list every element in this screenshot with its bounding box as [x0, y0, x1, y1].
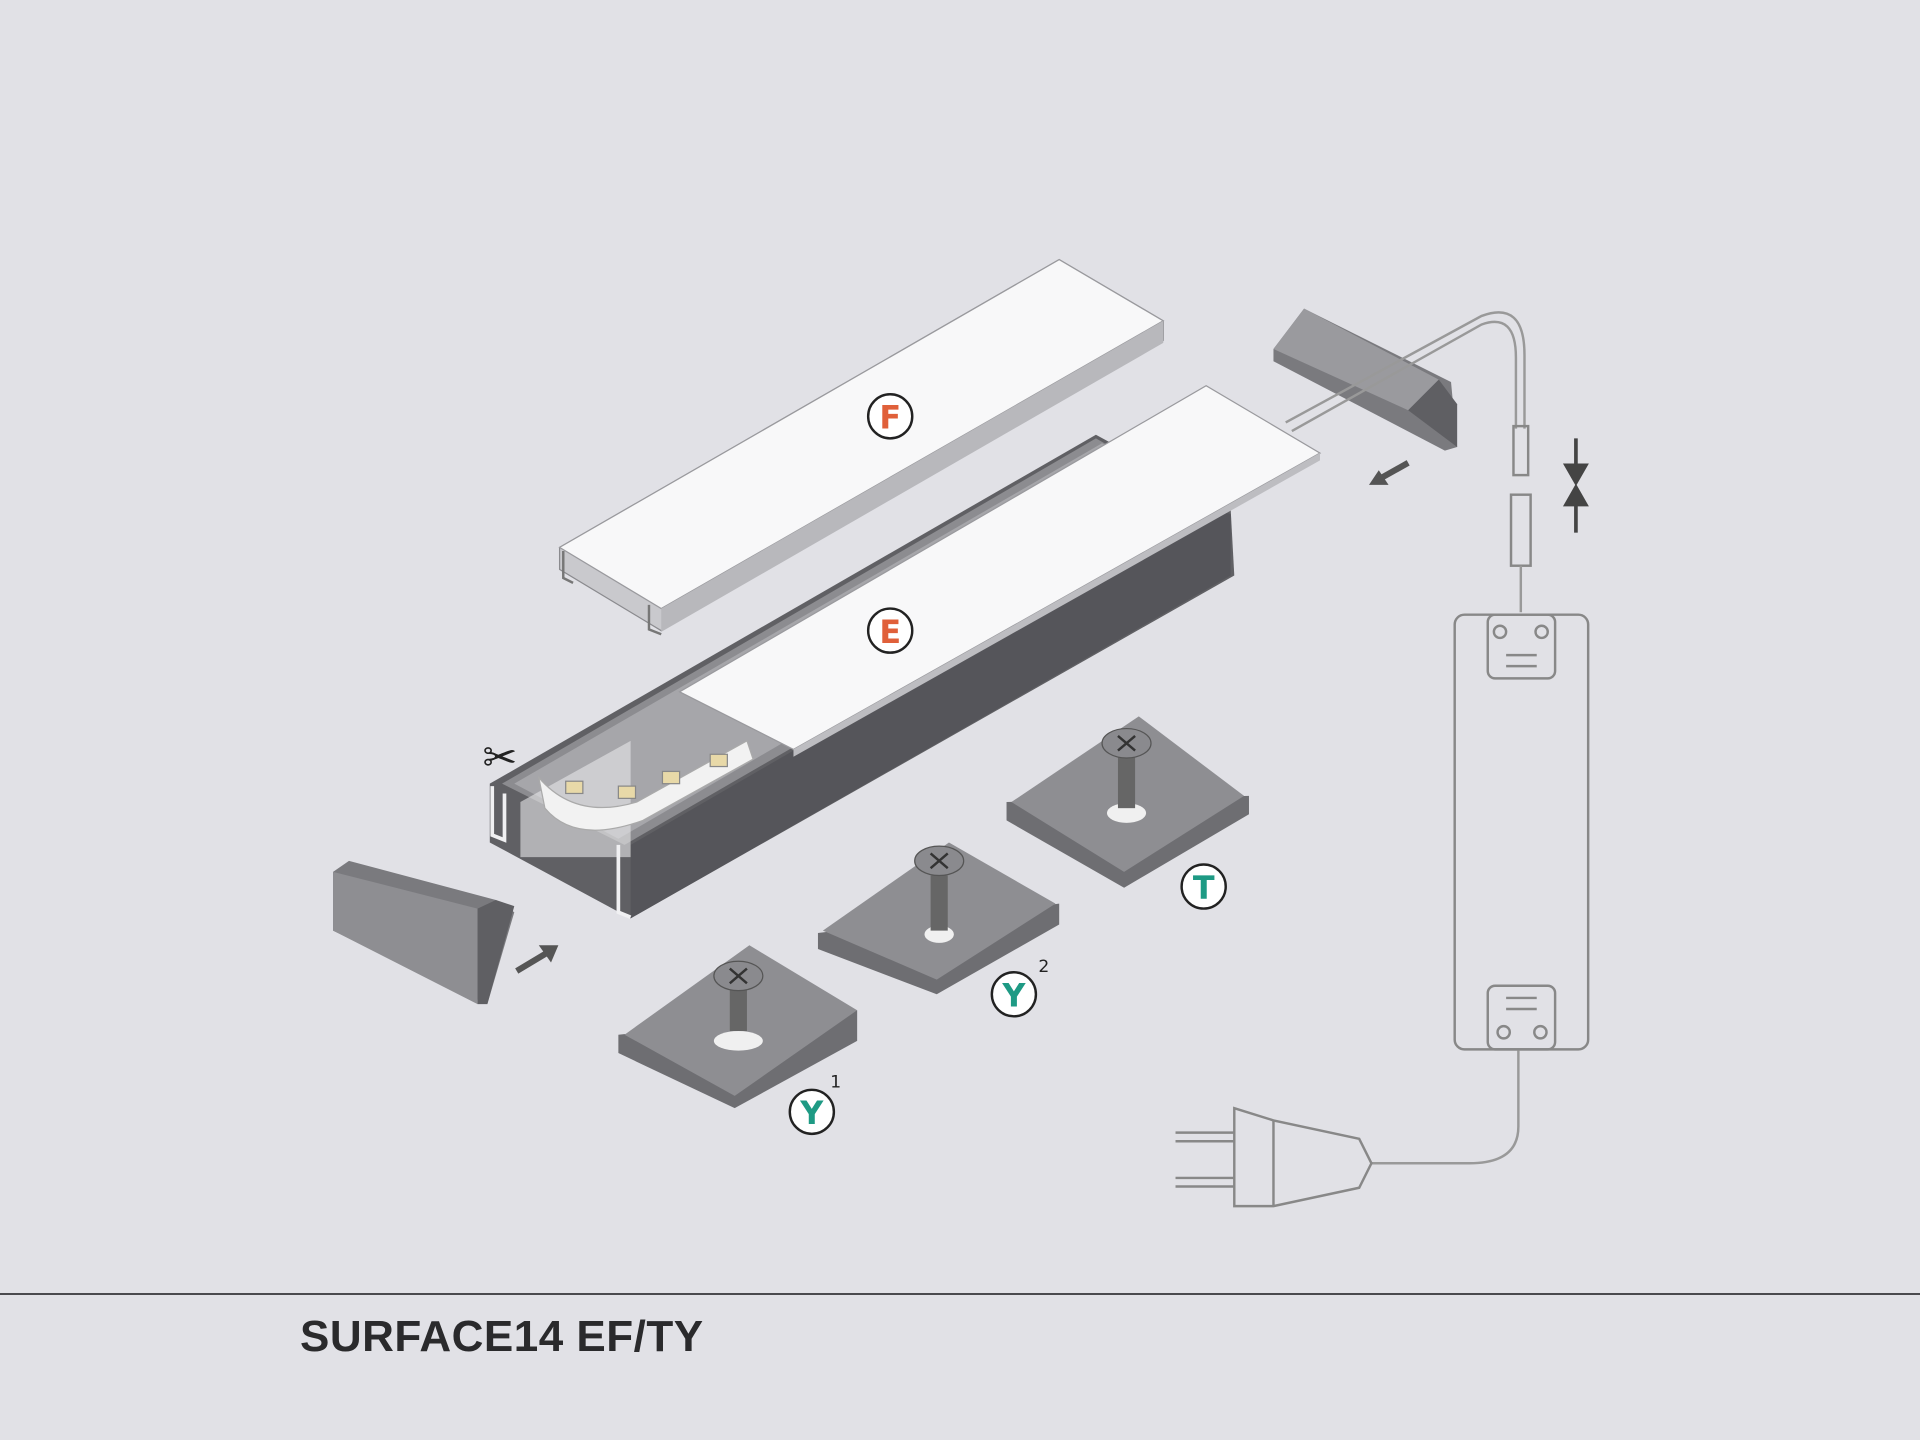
label-y2: Y 2 [990, 957, 1049, 1018]
product-title: SURFACE14 EF/TY [300, 1312, 704, 1361]
clip-t [1006, 716, 1249, 888]
label-y1-sup: 1 [830, 1072, 841, 1092]
diffuser-part [678, 385, 1322, 757]
label-t-text: T [1193, 869, 1215, 907]
label-e-text: E [879, 613, 901, 651]
label-f: F [866, 393, 914, 440]
led-strip [537, 739, 754, 831]
cover-part [558, 258, 1165, 636]
compress-arrows-icon [1562, 438, 1589, 533]
label-y1: Y 1 [788, 1072, 841, 1136]
power-supply [1453, 613, 1590, 1051]
scissors-icon: ✂ [482, 733, 517, 780]
label-t: T [1180, 863, 1227, 910]
clip-y1 [618, 945, 858, 1109]
label-e: E [866, 607, 914, 654]
label-y1-text: Y [799, 1094, 824, 1132]
label-y2-sup: 2 [1038, 957, 1049, 977]
divider [0, 1293, 1920, 1295]
end-cap-left [333, 860, 515, 1005]
clip-y2 [817, 842, 1060, 995]
label-f-text: F [879, 399, 901, 437]
plug [1175, 1106, 1373, 1208]
power-cable [1285, 311, 1532, 1165]
label-y2-text: Y [1001, 977, 1026, 1015]
